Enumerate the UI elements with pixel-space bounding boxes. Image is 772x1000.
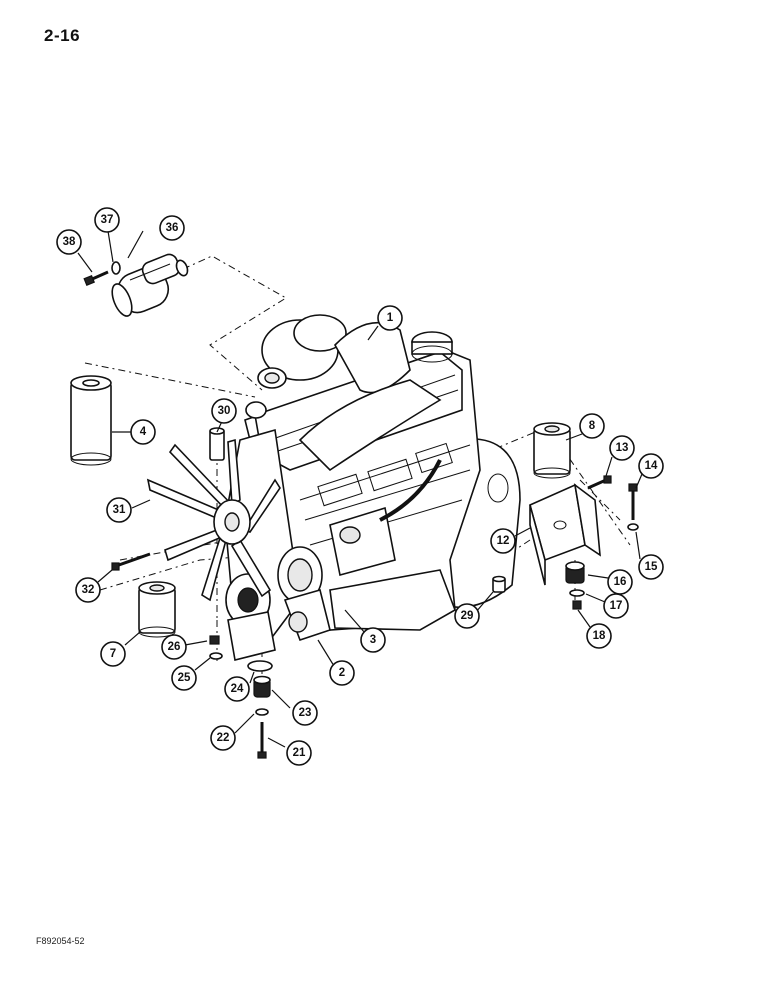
front-washer-24 bbox=[247, 660, 273, 672]
svg-text:8: 8 bbox=[589, 420, 596, 432]
svg-text:16: 16 bbox=[614, 576, 627, 588]
svg-text:36: 36 bbox=[166, 222, 179, 234]
callout-23: 23 bbox=[292, 700, 318, 726]
front-isolator-23 bbox=[253, 675, 271, 698]
callout-21: 21 bbox=[286, 740, 312, 766]
callout-2: 2 bbox=[329, 660, 355, 686]
callout-15: 15 bbox=[638, 554, 664, 580]
filter-upper-left bbox=[70, 375, 112, 466]
callout-25: 25 bbox=[171, 665, 197, 691]
filter-lower-left bbox=[138, 581, 176, 638]
svg-text:38: 38 bbox=[63, 236, 76, 248]
svg-text:31: 31 bbox=[113, 504, 126, 516]
callout-3: 3 bbox=[360, 627, 386, 653]
callout-29: 29 bbox=[454, 603, 480, 629]
svg-text:23: 23 bbox=[299, 707, 312, 719]
callout-30: 30 bbox=[211, 398, 237, 424]
figure-id: F892054-52 bbox=[36, 936, 85, 946]
callout-37: 37 bbox=[94, 207, 120, 233]
svg-text:14: 14 bbox=[645, 460, 658, 472]
svg-text:15: 15 bbox=[645, 561, 658, 573]
svg-text:32: 32 bbox=[82, 584, 95, 596]
svg-text:30: 30 bbox=[218, 405, 231, 417]
front-bolt-21 bbox=[257, 722, 267, 759]
rear-mount-bolt-13 bbox=[587, 475, 612, 490]
rear-nut-18 bbox=[572, 600, 582, 610]
front-washer-22 bbox=[255, 708, 269, 716]
svg-text:4: 4 bbox=[140, 426, 147, 438]
starter-washer bbox=[111, 261, 121, 275]
callout-8: 8 bbox=[579, 413, 605, 439]
fan-bolt bbox=[111, 552, 151, 571]
svg-text:37: 37 bbox=[101, 214, 114, 226]
callout-26: 26 bbox=[161, 634, 187, 660]
svg-text:24: 24 bbox=[231, 683, 244, 695]
svg-text:17: 17 bbox=[610, 600, 623, 612]
starter-bolt bbox=[83, 270, 109, 286]
fan-spacer bbox=[209, 427, 225, 461]
callout-16: 16 bbox=[607, 569, 633, 595]
callout-22: 22 bbox=[210, 725, 236, 751]
plug-29 bbox=[492, 575, 506, 593]
svg-text:18: 18 bbox=[593, 630, 606, 642]
filter-right bbox=[533, 422, 571, 479]
svg-text:13: 13 bbox=[616, 442, 629, 454]
callout-38: 38 bbox=[56, 229, 82, 255]
callout-32: 32 bbox=[75, 577, 101, 603]
callout-24: 24 bbox=[224, 676, 250, 702]
callout-14: 14 bbox=[638, 453, 664, 479]
rear-mount-bolt-14 bbox=[628, 483, 638, 520]
leader-lines bbox=[77, 230, 643, 748]
svg-text:7: 7 bbox=[110, 648, 116, 660]
callout-12: 12 bbox=[490, 528, 516, 554]
callout-7: 7 bbox=[100, 641, 126, 667]
rear-mount-bracket bbox=[529, 483, 601, 586]
callout-36: 36 bbox=[159, 215, 185, 241]
svg-text:29: 29 bbox=[461, 610, 474, 622]
svg-text:2: 2 bbox=[339, 667, 345, 679]
svg-text:1: 1 bbox=[387, 312, 394, 324]
svg-text:21: 21 bbox=[293, 747, 306, 759]
svg-text:26: 26 bbox=[168, 641, 181, 653]
callout-31: 31 bbox=[106, 497, 132, 523]
engine-assembly bbox=[224, 314, 521, 661]
callout-13: 13 bbox=[609, 435, 635, 461]
front-washer-25 bbox=[209, 652, 223, 660]
page-number: 2-16 bbox=[44, 26, 81, 45]
rear-washer-17 bbox=[569, 589, 585, 597]
rear-isolator-16 bbox=[565, 561, 585, 584]
svg-text:22: 22 bbox=[217, 732, 230, 744]
callout-17: 17 bbox=[603, 593, 629, 619]
callout-4: 4 bbox=[130, 419, 156, 445]
fan bbox=[146, 438, 281, 602]
starter-motor bbox=[111, 253, 189, 317]
svg-text:25: 25 bbox=[178, 672, 191, 684]
svg-text:12: 12 bbox=[497, 535, 510, 547]
callout-18: 18 bbox=[586, 623, 612, 649]
callout-1: 1 bbox=[377, 305, 403, 331]
svg-text:3: 3 bbox=[370, 634, 376, 646]
front-nut-26 bbox=[209, 635, 220, 645]
rear-mount-washer-15 bbox=[627, 523, 639, 531]
